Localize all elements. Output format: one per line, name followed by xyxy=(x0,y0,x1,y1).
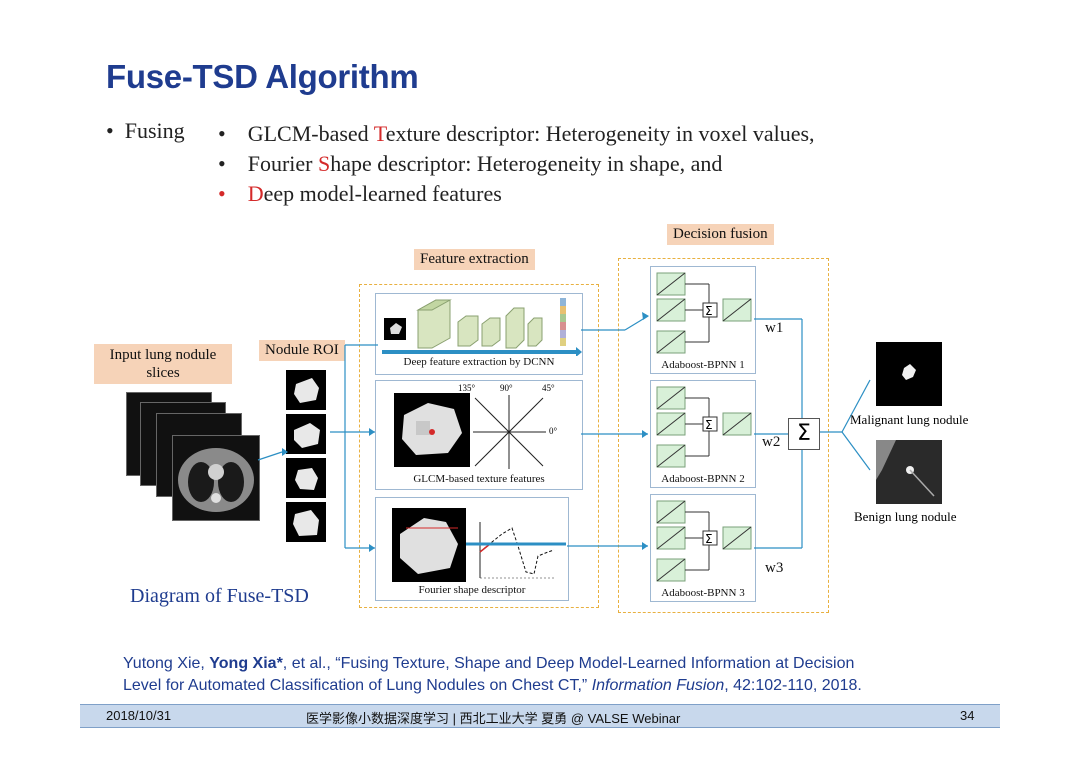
bpnn-panel-3: Σ Adaboost-BPNN 3 xyxy=(650,494,756,602)
bpnn-panel-2: Σ Adaboost-BPNN 2 xyxy=(650,380,756,488)
dcnn-diagram xyxy=(382,298,582,356)
benign-image xyxy=(876,440,942,504)
fourier-diagram xyxy=(392,508,566,582)
deep-panel: Deep feature extraction by DCNN xyxy=(375,293,583,375)
bpnn-label-1: Adaboost-BPNN 1 xyxy=(661,359,745,371)
decision-fusion-label: Decision fusion xyxy=(667,224,774,245)
citation-author: Yutong Xie, xyxy=(123,655,210,672)
ct-slice-front xyxy=(172,435,260,521)
bullet-text: eep model-learned features xyxy=(263,181,502,206)
angle-45: 45° xyxy=(542,383,555,393)
bullet-shape: • Fourier Shape descriptor: Heterogeneit… xyxy=(218,151,723,176)
weight-w1: w1 xyxy=(765,320,784,336)
bpnn-ensemble-icon: Σ xyxy=(656,386,752,468)
input-slices-label: Input lung nodule slices xyxy=(94,344,232,384)
diagram-caption: Diagram of Fuse-TSD xyxy=(130,585,309,607)
glcm-caption: GLCM-based texture features xyxy=(413,473,545,485)
weight-w2: w2 xyxy=(762,434,781,450)
ct-chest-image xyxy=(178,448,254,512)
bullet-text: hape descriptor: Heterogeneity in shape,… xyxy=(330,151,723,176)
bullet-text: GLCM-based xyxy=(247,121,374,146)
roi-image xyxy=(286,458,326,498)
fourier-panel: Fourier shape descriptor xyxy=(375,497,569,601)
roi-image xyxy=(286,502,326,542)
malignant-label: Malignant lung nodule xyxy=(850,412,969,427)
input-label-line2: slices xyxy=(146,365,180,381)
bullet-highlight: D xyxy=(247,181,264,206)
deep-caption: Deep feature extraction by DCNN xyxy=(403,356,555,368)
bullet-texture: • GLCM-based Texture descriptor: Heterog… xyxy=(218,121,815,146)
svg-text:Σ: Σ xyxy=(705,532,713,546)
bpnn-ensemble-icon: Σ xyxy=(656,500,752,582)
bpnn-panel-1: Σ Adaboost-BPNN 1 xyxy=(650,266,756,374)
bullet-text: Fourier xyxy=(247,151,318,176)
footer-page-number: 34 xyxy=(960,708,975,723)
footer-bar: 2018/10/31 医学影像小数据深度学习 | 西北工业大学 夏勇 @ VAL… xyxy=(80,704,1000,728)
fusing-bullet: • Fusing xyxy=(106,118,185,143)
glcm-diagram xyxy=(394,393,546,469)
citation-author-bold: Yong Xia* xyxy=(209,655,283,672)
weight-w3: w3 xyxy=(765,560,784,576)
bullet-text: exture descriptor: Heterogeneity in voxe… xyxy=(385,121,815,146)
nodule-roi-label: Nodule ROI xyxy=(259,340,345,361)
sum-node: Σ xyxy=(788,418,820,450)
svg-text:Σ: Σ xyxy=(705,418,713,432)
feature-extraction-label: Feature extraction xyxy=(414,249,535,270)
benign-label: Benign lung nodule xyxy=(854,509,957,524)
citation-line-2: Level for Automated Classification of Lu… xyxy=(123,677,862,695)
citation-journal: Information Fusion xyxy=(591,677,725,694)
roi-image xyxy=(286,370,326,410)
decision-fusion-box xyxy=(618,258,829,613)
citation-text: Level for Automated Classification of Lu… xyxy=(123,677,592,694)
input-label-line1: Input lung nodule xyxy=(109,347,217,363)
citation-text: , 42:102-110, 2018. xyxy=(724,677,862,694)
bullet-highlight: T xyxy=(373,121,386,146)
roi-image xyxy=(286,414,326,454)
footer-center: 医学影像小数据深度学习 | 西北工业大学 夏勇 @ VALSE Webinar xyxy=(306,711,681,726)
feature-extraction-box xyxy=(359,284,599,608)
svg-text:Σ: Σ xyxy=(705,304,713,318)
bullet-deep: • Deep model-learned features xyxy=(218,181,502,206)
slide-title: Fuse-TSD Algorithm xyxy=(106,58,419,95)
malignant-image xyxy=(876,342,942,406)
bpnn-label-2: Adaboost-BPNN 2 xyxy=(661,473,745,485)
fusing-label: Fusing xyxy=(124,118,185,143)
angle-0: 0° xyxy=(549,426,558,436)
citation-line-1: Yutong Xie, Yong Xia*, et al., “Fusing T… xyxy=(123,655,854,673)
bpnn-ensemble-icon: Σ xyxy=(656,272,752,354)
fourier-caption: Fourier shape descriptor xyxy=(418,584,526,596)
citation-text: , et al., “Fusing Texture, Shape and Dee… xyxy=(282,655,855,672)
angle-90: 90° xyxy=(500,383,513,393)
bpnn-label-3: Adaboost-BPNN 3 xyxy=(661,587,745,599)
glcm-panel: 135° 90° 45° 0° GLCM-based texture featu… xyxy=(375,380,583,490)
bullet-highlight: S xyxy=(317,151,331,176)
angle-135: 135° xyxy=(458,383,476,393)
footer-date: 2018/10/31 xyxy=(106,708,172,723)
